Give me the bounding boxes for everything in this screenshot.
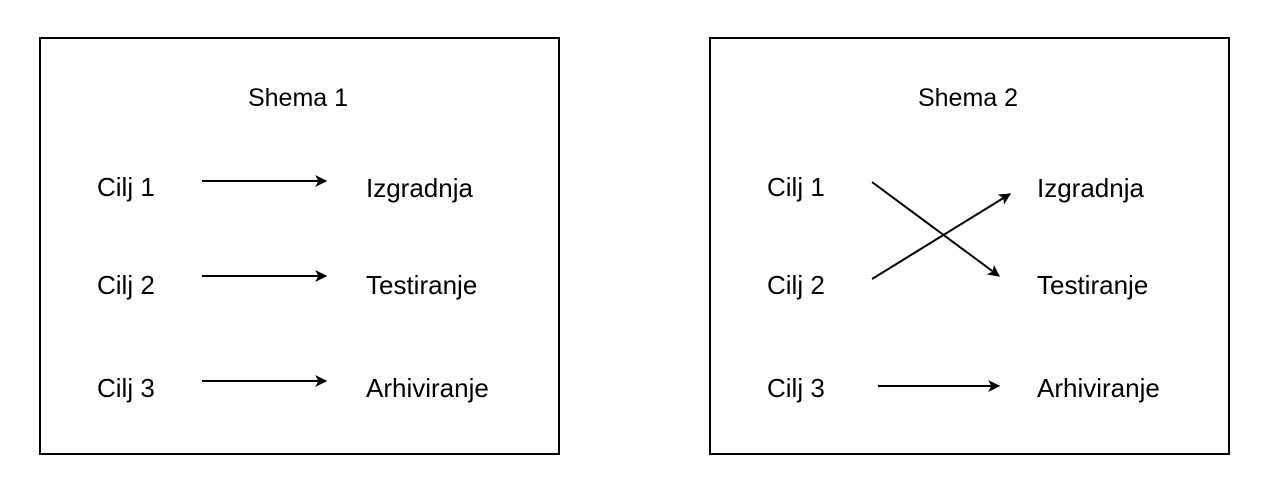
scheme-2-goal-3: Cilj 3 — [767, 373, 825, 403]
scheme-1-phase-build: Izgradnja — [366, 173, 473, 203]
scheme-2-arrow-goal-1-to-test — [871, 181, 1000, 277]
scheme-1-phase-test: Testiranje — [366, 270, 477, 300]
scheme-1-title: Shema 1 — [248, 84, 348, 112]
scheme-2-goal-1: Cilj 1 — [767, 172, 825, 202]
scheme-1-goal-3: Cilj 3 — [97, 373, 155, 403]
scheme-2: Shema 2 Cilj 1 Cilj 2 Cilj 3 Izgradnja T… — [709, 37, 1230, 455]
scheme-1-frame — [39, 37, 560, 455]
scheme-2-arrow-goal-2-to-build — [871, 193, 1012, 280]
scheme-1-goal-2: Cilj 2 — [97, 270, 155, 300]
scheme-2-phase-build: Izgradnja — [1037, 173, 1144, 203]
scheme-1: Shema 1 Cilj 1 Cilj 2 Cilj 3 Izgradnja T… — [39, 37, 560, 455]
scheme-1-goal-1: Cilj 1 — [97, 172, 155, 202]
scheme-2-phase-archive: Arhiviranje — [1037, 373, 1160, 403]
scheme-2-frame — [709, 37, 1230, 455]
scheme-2-goal-2: Cilj 2 — [767, 270, 825, 300]
scheme-2-phase-test: Testiranje — [1037, 270, 1148, 300]
scheme-2-title: Shema 2 — [918, 84, 1018, 112]
scheme-1-phase-archive: Arhiviranje — [366, 373, 489, 403]
